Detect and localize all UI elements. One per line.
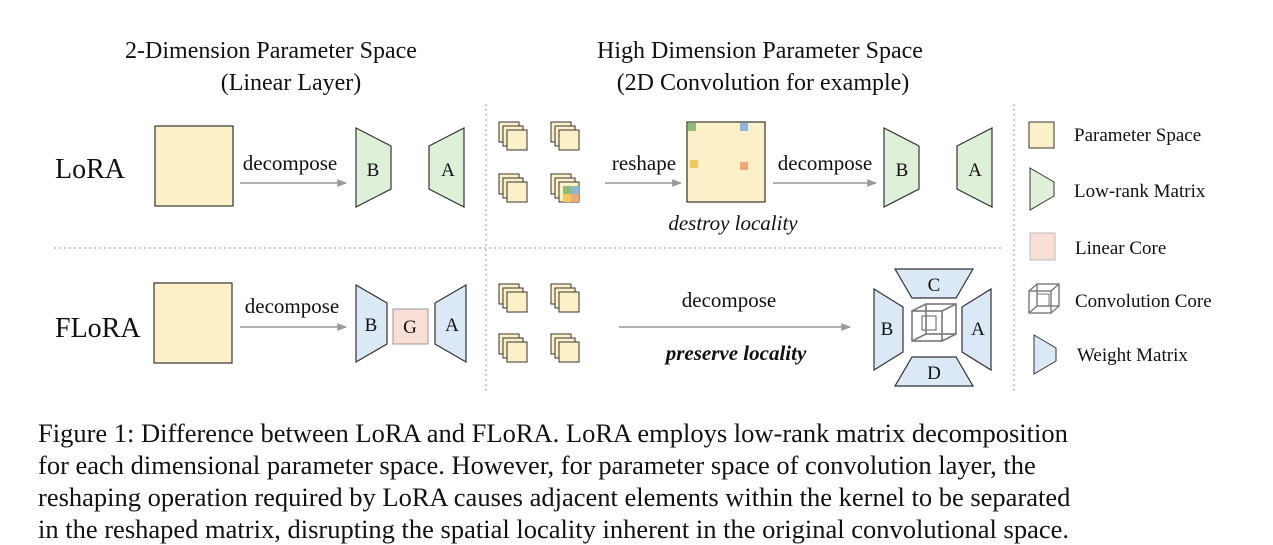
weight-matrix-a — [434, 283, 467, 364]
reshape-label: reshape — [612, 151, 676, 175]
row-label-flora: FLoRA — [55, 313, 141, 344]
preserve-locality-note: preserve locality — [664, 341, 807, 365]
destroy-locality-note: destroy locality — [668, 211, 798, 235]
linear-core-label: G — [403, 317, 417, 338]
decompose-label-3: decompose — [245, 294, 339, 318]
decompose-label: decompose — [243, 151, 337, 175]
weight-a-label-flora: A — [971, 319, 985, 340]
left-title-line2: (Linear Layer) — [221, 70, 362, 96]
legend-weight-matrix-swatch — [1033, 334, 1057, 375]
figure-caption: Figure 1: Difference between LoRA and FL… — [38, 417, 1226, 545]
weight-matrix-c — [893, 268, 975, 299]
caption-line-4: in the reshaped matrix, disrupting the s… — [38, 514, 1070, 544]
weight-matrix-a-flora — [961, 287, 992, 372]
left-title-line1: 2-Dimension Parameter Space — [125, 38, 417, 64]
reshaped-matrix — [686, 121, 766, 203]
caption-line-2: for each dimensional parameter space. Ho… — [38, 450, 1036, 480]
right-title-line1: High Dimension Parameter Space — [597, 38, 923, 64]
matrix-b-label-2: B — [896, 160, 909, 181]
matrix-b-label: B — [367, 160, 380, 181]
low-rank-matrix-b — [355, 127, 392, 208]
legend-low-rank-swatch — [1029, 167, 1055, 211]
legend-parameter-space-label: Parameter Space — [1074, 125, 1201, 146]
legend-linear-core-label: Linear Core — [1075, 238, 1166, 259]
legend: Parameter Space Low-rank Matrix Linear C… — [1028, 121, 1212, 375]
legend-parameter-space-swatch — [1028, 121, 1055, 149]
decompose-label-2: decompose — [778, 151, 872, 175]
low-rank-matrix-a — [428, 127, 465, 208]
low-rank-matrix-b-2 — [883, 127, 920, 208]
convolution-core-icon — [911, 303, 957, 342]
decompose-label-4: decompose — [682, 288, 776, 312]
caption-line-3: reshaping operation required by LoRA cau… — [38, 482, 1071, 512]
low-rank-matrix-a-2 — [956, 127, 993, 208]
tucker-decomposition: C B A D — [873, 268, 992, 387]
row-label-lora: LoRA — [55, 154, 126, 185]
convolution-kernel-stacks — [498, 121, 580, 203]
convolution-kernel-stacks-flora — [498, 283, 580, 363]
matrix-a-label: A — [441, 160, 455, 181]
parameter-space-square-flora — [153, 282, 233, 364]
figure-diagram: 2-Dimension Parameter Space (Linear Laye… — [54, 38, 1212, 392]
weight-matrix-b-flora — [873, 287, 904, 372]
linear-core-g — [392, 308, 429, 345]
matrix-a-label-2: A — [968, 160, 982, 181]
legend-convolution-core-icon — [1028, 283, 1060, 314]
legend-low-rank-label: Low-rank Matrix — [1074, 181, 1206, 202]
weight-matrix-d — [893, 356, 975, 387]
legend-weight-matrix-label: Weight Matrix — [1077, 345, 1188, 366]
weight-b-label-flora: B — [881, 319, 894, 340]
legend-convolution-core-label: Convolution Core — [1075, 291, 1212, 312]
caption-line-1: Figure 1: Difference between LoRA and FL… — [38, 418, 1068, 448]
weight-c-label: C — [928, 275, 941, 296]
weight-d-label: D — [927, 363, 941, 384]
weight-matrix-b — [355, 283, 388, 364]
parameter-space-square — [154, 125, 234, 207]
weight-b-label: B — [365, 315, 378, 336]
right-title-line2: (2D Convolution for example) — [617, 70, 910, 96]
legend-linear-core-swatch — [1029, 232, 1056, 261]
weight-a-label: A — [445, 315, 459, 336]
